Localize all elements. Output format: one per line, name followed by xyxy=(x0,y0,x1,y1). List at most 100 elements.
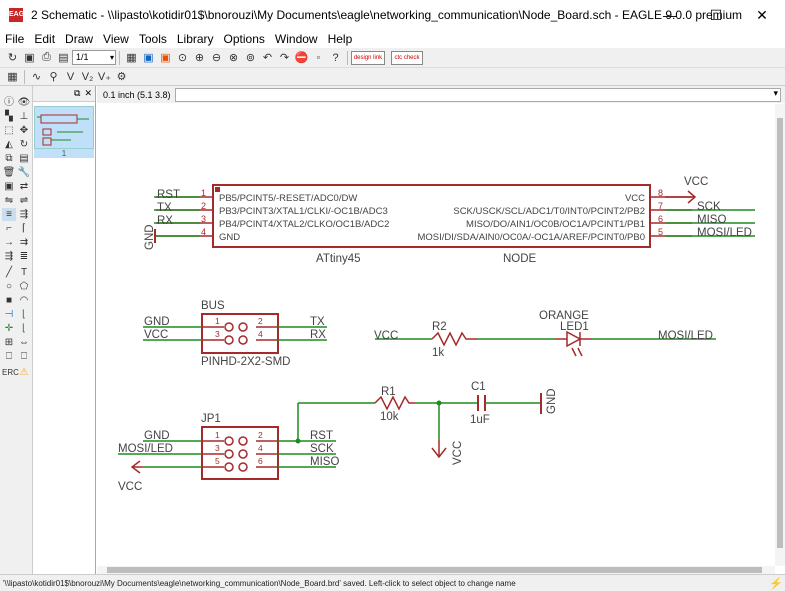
rotate-icon[interactable]: ↻ xyxy=(19,139,29,150)
copy-icon[interactable]: ⧉ xyxy=(5,153,13,164)
erc-icon[interactable]: ERC xyxy=(2,368,19,377)
replace-icon[interactable]: ⇄ xyxy=(19,181,29,192)
ic-pin-label: PB4/PCINT4/XTAL2/CLKO/OC1B/ADC2 xyxy=(219,219,389,230)
maximize-button[interactable]: ☐ xyxy=(709,6,723,23)
mirror-icon[interactable]: ◭ xyxy=(5,139,13,150)
zoom-fit-icon[interactable]: ⊙ xyxy=(177,52,188,64)
v-sub-icon[interactable]: V₂ xyxy=(81,70,94,83)
wrench-icon[interactable]: 🔧 xyxy=(17,167,31,178)
show-icon[interactable]: 👁 xyxy=(17,97,31,108)
menu-library[interactable]: Library xyxy=(176,32,214,46)
v-plus-icon[interactable]: V₊ xyxy=(97,71,112,83)
text-icon[interactable]: T xyxy=(20,267,28,278)
close-panel-icon[interactable]: ✕ xyxy=(84,88,92,98)
resistor-r2[interactable] xyxy=(431,331,478,347)
jp1-header-body[interactable] xyxy=(201,426,279,480)
optimize-icon[interactable]: ⌈ xyxy=(22,223,26,234)
vertical-scroll-thumb[interactable] xyxy=(777,118,783,548)
float-icon[interactable]: ⧉ xyxy=(74,88,81,98)
zoom-in-icon[interactable]: ⊕ xyxy=(194,52,205,64)
zoom-redraw-icon[interactable]: ⊗ xyxy=(228,52,239,64)
design-link-button[interactable]: design link xyxy=(351,50,385,65)
menu-window[interactable]: Window xyxy=(274,32,318,46)
split-icon[interactable]: ≡ xyxy=(2,208,16,221)
polygon-icon[interactable]: ⬠ xyxy=(19,281,29,292)
info-icon[interactable]: ⓘ xyxy=(4,97,14,108)
net-icon[interactable]: ⊣ xyxy=(4,309,14,320)
grid-icon[interactable]: ▦ xyxy=(7,71,18,83)
menu-help[interactable]: Help xyxy=(327,32,353,46)
sheet-thumbnail[interactable] xyxy=(34,106,94,149)
ctc-button[interactable]: ctc check xyxy=(391,50,423,65)
attribute-icon[interactable]: ⇔ xyxy=(19,337,29,348)
led1-symbol[interactable] xyxy=(555,330,592,348)
mark-icon[interactable]: ⊥ xyxy=(19,111,29,122)
menu-file[interactable]: File xyxy=(5,32,25,46)
rect-icon[interactable]: ■ xyxy=(5,295,13,306)
junction-icon[interactable]: ✛ xyxy=(4,323,14,334)
jp1-name: JP1 xyxy=(201,413,221,425)
cam-icon[interactable]: ▤ xyxy=(58,52,69,64)
jp1-net-label: MOSI/LED xyxy=(118,443,173,455)
resistor-r1[interactable] xyxy=(374,395,415,411)
help-icon[interactable]: ? xyxy=(332,51,339,64)
menu-tools[interactable]: Tools xyxy=(138,32,167,46)
smash-icon[interactable]: ⇶ xyxy=(19,209,29,220)
zoom-out-icon[interactable]: ⊖ xyxy=(211,52,222,64)
move-icon[interactable]: ✥ xyxy=(19,125,29,136)
group-icon[interactable]: ▣ xyxy=(4,181,14,192)
select-icon[interactable]: ⬚ xyxy=(4,125,14,136)
miter-icon[interactable]: ⌐ xyxy=(6,223,12,234)
warning-icon[interactable]: ⚠ xyxy=(19,367,29,378)
invoke-icon[interactable]: → xyxy=(4,237,14,248)
menu-view[interactable]: View xyxy=(103,32,129,46)
bus-split-icon[interactable]: ≣ xyxy=(19,251,29,262)
bus-header-body[interactable] xyxy=(201,313,279,354)
gate-swap-icon[interactable]: ⇉ xyxy=(19,237,29,248)
name-icon[interactable]: ⇋ xyxy=(4,195,14,206)
r1-name: R1 xyxy=(381,386,396,398)
v-icon[interactable]: V xyxy=(66,70,75,83)
board-icon[interactable]: ▦ xyxy=(126,52,137,64)
magnify-icon[interactable]: ⚲ xyxy=(49,71,58,83)
display-icon[interactable]: ▚ xyxy=(5,111,13,122)
schematic-svg[interactable]: PB5/PCINT5/-RESET/ADC0/DW PB3/PCINT3/XTA… xyxy=(97,104,775,566)
ic-name-label: NODE xyxy=(503,253,537,265)
print-icon[interactable]: ⎙ xyxy=(42,51,51,63)
menu-draw[interactable]: Draw xyxy=(65,32,94,46)
menu-options[interactable]: Options xyxy=(223,32,265,46)
schematic-canvas[interactable]: PB5/PCINT5/-RESET/ADC0/DW PB3/PCINT3/XTA… xyxy=(97,104,775,566)
sheet-select[interactable]: 1/1 xyxy=(72,50,116,65)
script-icon[interactable]: ▣ xyxy=(160,52,171,64)
wire-style-icon[interactable]: ∿ xyxy=(31,71,42,83)
undo-icon[interactable]: ↶ xyxy=(262,52,273,64)
label-icon[interactable]: ⌊ xyxy=(22,323,26,334)
add-icon[interactable]: ⊞ xyxy=(4,337,14,348)
close-button[interactable]: ✕ xyxy=(756,6,768,23)
settings-icon[interactable]: ⚙ xyxy=(116,71,127,83)
minimize-button[interactable]: — xyxy=(663,7,677,23)
pinswap-icon[interactable]: ⇶ xyxy=(4,251,14,262)
stop-icon[interactable]: ⛔ xyxy=(294,52,309,64)
bus-icon[interactable]: ⌊ xyxy=(22,309,26,320)
save-icon[interactable]: ▣ xyxy=(24,52,35,64)
vertical-scrollbar[interactable] xyxy=(775,104,785,566)
command-line-input[interactable] xyxy=(175,87,781,102)
ulp-icon[interactable]: ▣ xyxy=(143,52,154,64)
paste-icon[interactable]: ▤ xyxy=(19,153,29,164)
menu-edit[interactable]: Edit xyxy=(34,32,56,46)
value-icon[interactable]: ⇌ xyxy=(19,195,29,206)
dimension-icon[interactable]: ⎕ xyxy=(21,351,27,362)
ic-body[interactable] xyxy=(212,184,651,248)
arc-icon[interactable]: ◠ xyxy=(19,295,29,306)
go-icon[interactable]: ◦ xyxy=(316,51,321,64)
horizontal-scrollbar[interactable] xyxy=(97,566,775,574)
delete-icon[interactable]: 🗑 xyxy=(2,167,16,178)
frame-icon[interactable]: ⎕ xyxy=(6,351,12,362)
horizontal-scroll-thumb[interactable] xyxy=(107,567,762,573)
circle-icon[interactable]: ○ xyxy=(5,281,13,292)
redo-icon[interactable]: ↷ xyxy=(279,52,290,64)
line-icon[interactable]: ╱ xyxy=(5,267,13,278)
zoom-select-icon[interactable]: ⊚ xyxy=(245,52,256,64)
open-icon[interactable]: ↻ xyxy=(7,52,18,64)
